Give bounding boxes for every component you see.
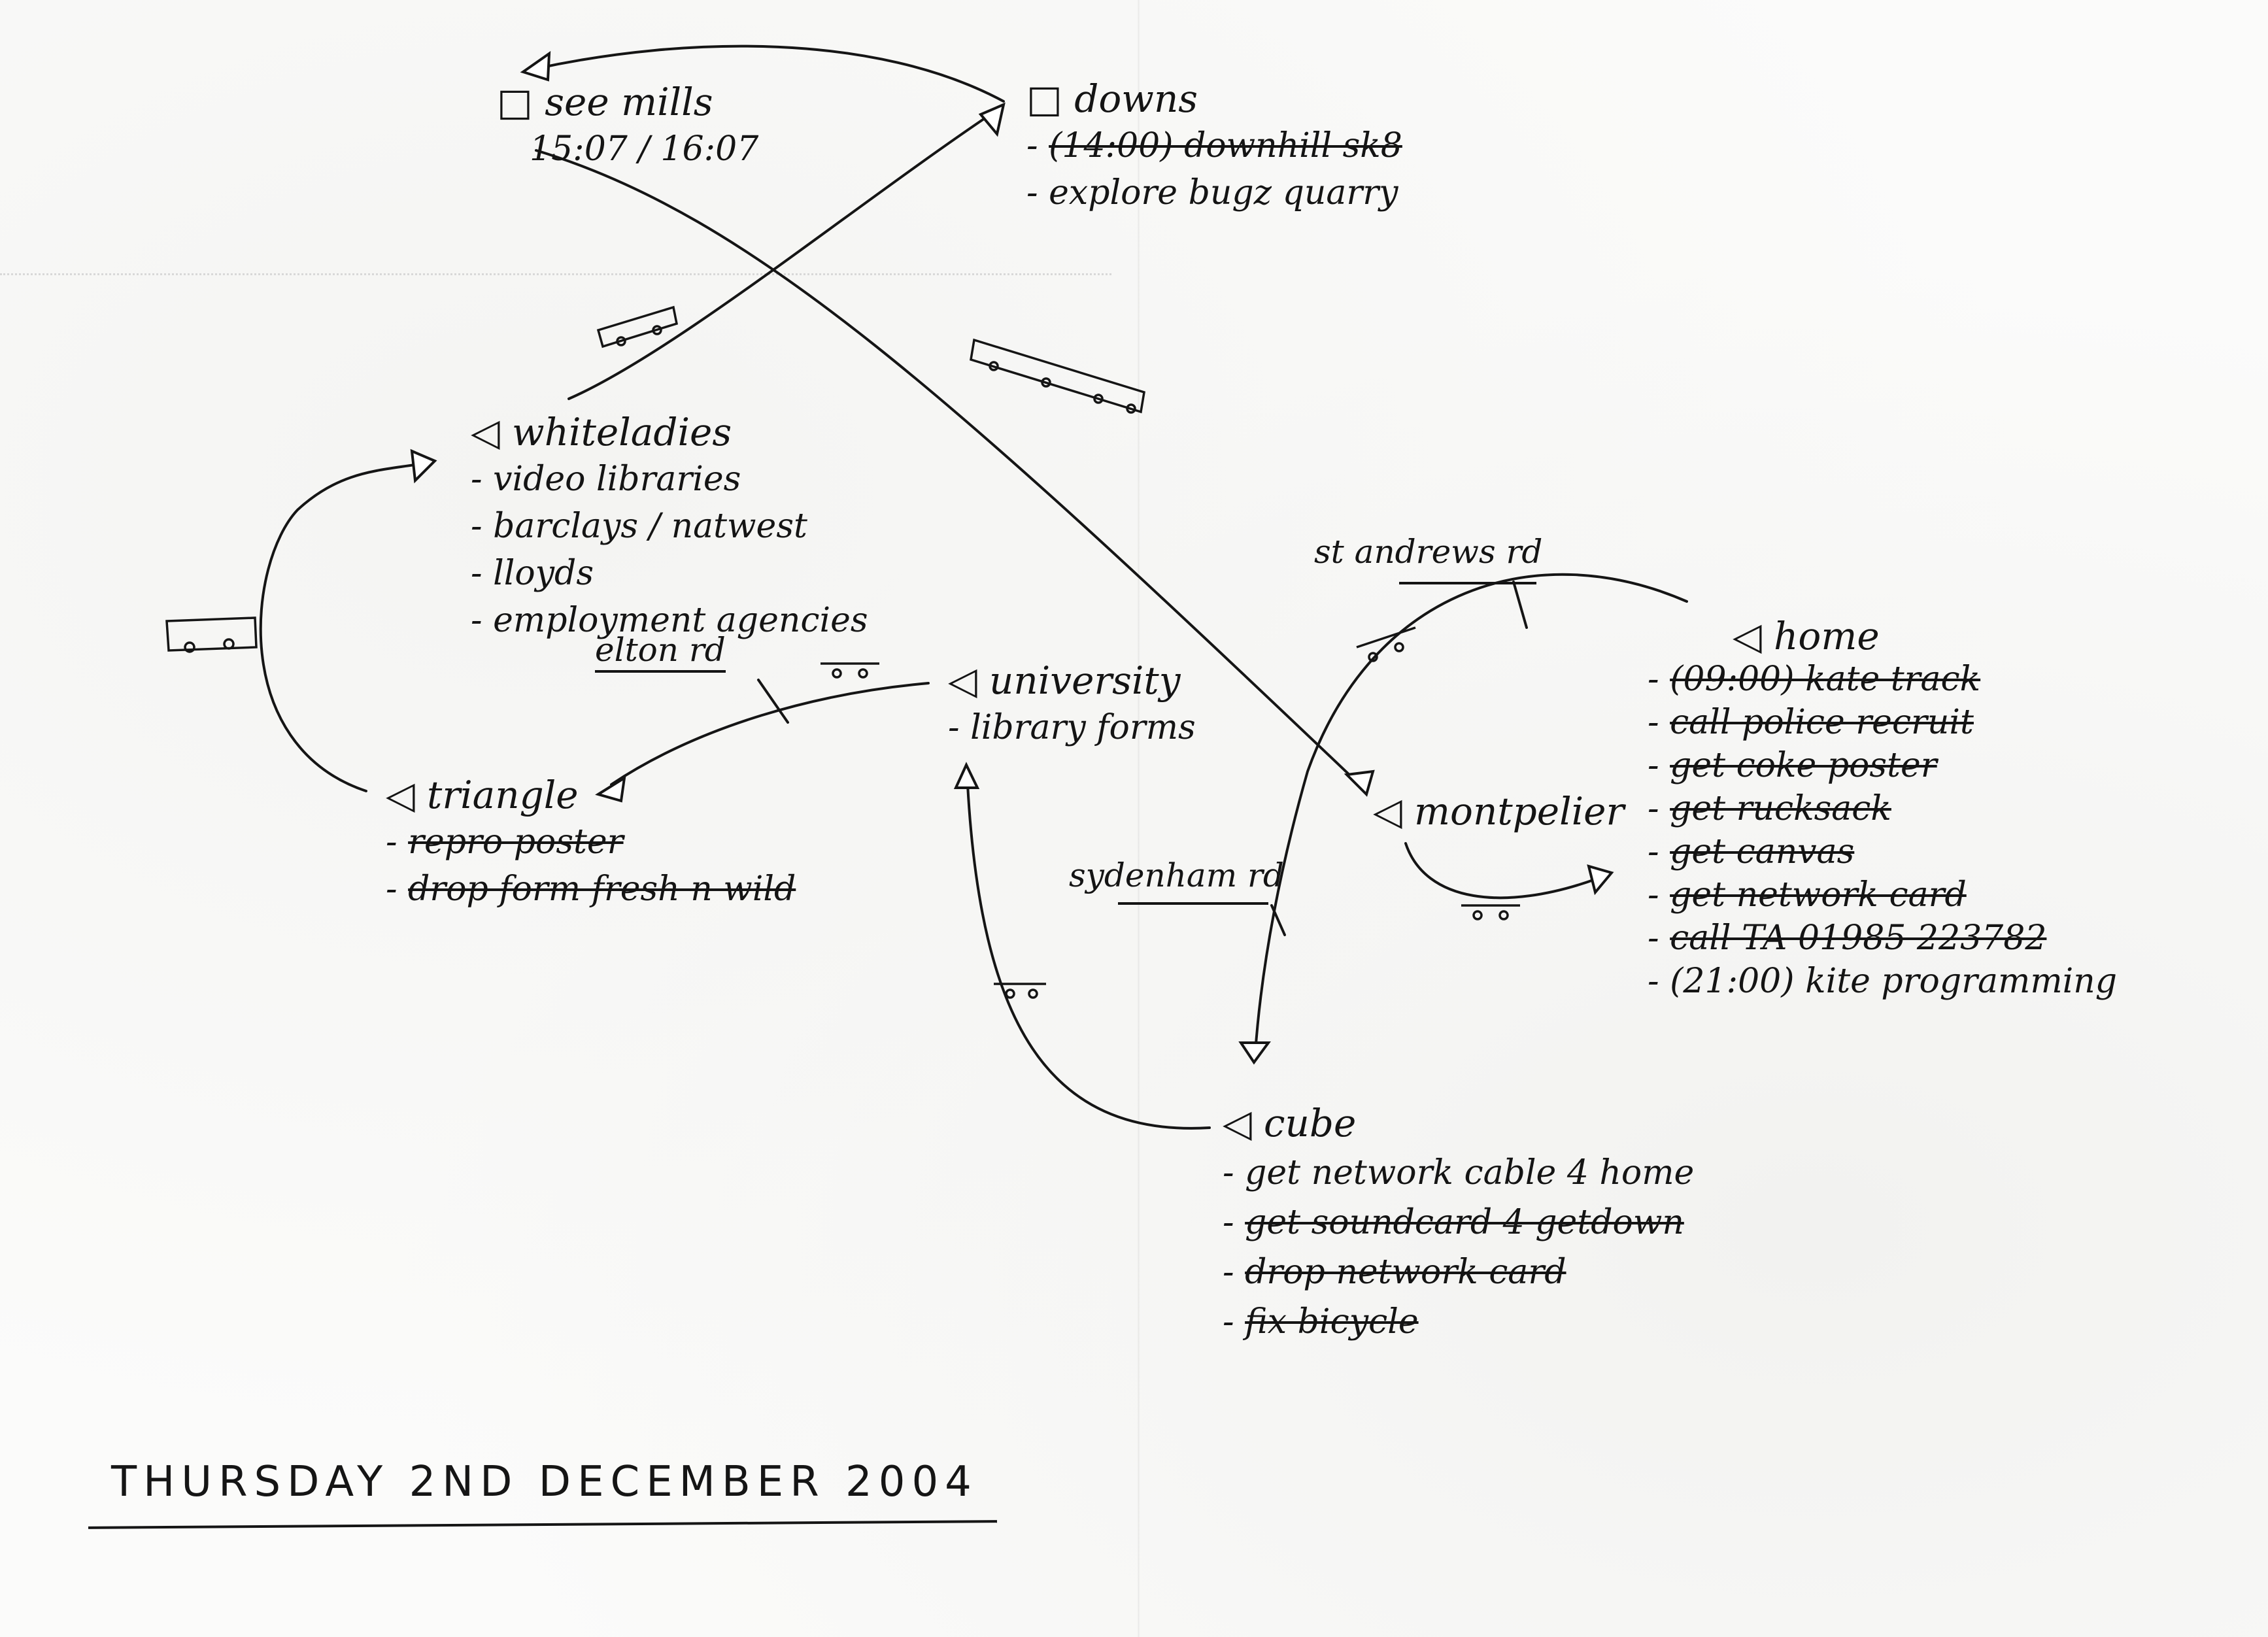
place-title: ◁ home xyxy=(1733,614,1880,658)
street-sydenham-underline xyxy=(1118,902,1268,905)
arrowhead-home xyxy=(1587,864,1614,896)
bicycle-icon-elton xyxy=(821,662,879,679)
arrowhead-whiteladies xyxy=(410,448,437,484)
route-university-to-triangle xyxy=(610,682,930,786)
route-seamills-to-montpelier xyxy=(535,149,1368,792)
place-cube: ◁ cube - get network cable 4 home - get … xyxy=(1223,1098,1694,1347)
list-item: - repro poster xyxy=(386,822,624,862)
bus-icon-whiteladies xyxy=(165,616,258,653)
bicycle-icon-cube xyxy=(994,983,1046,999)
list-item: - employment agencies xyxy=(471,601,868,640)
place-title: ◁ triangle xyxy=(386,773,579,817)
list-item: - get coke poster xyxy=(1648,746,1937,785)
place-downs: □ downs - (14:00) downhill sk8 - explore… xyxy=(1026,75,1402,216)
tick-elton-rd xyxy=(757,679,789,724)
place-title: ◁ cube xyxy=(1223,1101,1357,1145)
place-triangle: ◁ triangle - repro poster - drop form fr… xyxy=(386,771,796,913)
train-times: 15:07 / 16:07 xyxy=(530,129,759,169)
list-item: - (09:00) kate track xyxy=(1648,660,1981,699)
place-home: ◁ home - (09:00) kate track - call polic… xyxy=(1648,615,2117,1003)
list-item: - get network card xyxy=(1648,875,1967,915)
list-item: - (21:00) kite programming xyxy=(1648,962,2118,1001)
place-title: ◁ whiteladies xyxy=(471,410,732,454)
arrowhead-triangle xyxy=(595,775,626,803)
list-item: - lloyds xyxy=(471,554,594,593)
list-item: - call TA 01985 223782 xyxy=(1648,919,2047,958)
place-title: □ downs xyxy=(1026,76,1198,121)
bus-icon-downs xyxy=(596,305,679,348)
arrowhead-seamills xyxy=(520,51,551,82)
page-date: THURSDAY 2ND DECEMBER 2004 xyxy=(111,1458,978,1506)
list-item: - call police recruit xyxy=(1648,703,1974,742)
street-elton-rd: elton rd xyxy=(595,631,726,673)
street-st-andrews-underline xyxy=(1399,582,1536,584)
arrowhead-university xyxy=(953,762,980,789)
tick-sydenham-rd xyxy=(1270,904,1286,936)
dotted-guide-line xyxy=(0,273,1111,278)
list-item: - get rucksack xyxy=(1648,789,1891,828)
place-title: ◁ university xyxy=(948,658,1181,703)
list-item: - get network cable 4 home xyxy=(1223,1153,1695,1192)
list-item: - barclays / natwest xyxy=(471,507,807,546)
list-item: - library forms xyxy=(948,708,1196,747)
route-downs-to-seamills xyxy=(535,44,1005,103)
street-st-andrews-rd: st andrews rd xyxy=(1314,533,1543,571)
bus-icon-seamills xyxy=(970,338,1145,414)
list-item: - drop network card xyxy=(1223,1253,1566,1292)
arrowhead-cube xyxy=(1238,1041,1271,1065)
list-item: - fix bicycle xyxy=(1223,1302,1419,1342)
list-item: - drop form fresh n wild xyxy=(386,869,796,909)
place-title: ◁ montpelier xyxy=(1373,789,1625,834)
place-university: ◁ university - library forms xyxy=(948,657,1196,751)
list-item: - get canvas xyxy=(1648,832,1855,871)
list-item: - video libraries xyxy=(471,460,741,499)
page-fold xyxy=(1138,0,1140,1637)
place-montpelier: ◁ montpelier xyxy=(1373,788,1624,835)
place-sea-mills: □ see mills 15:07 / 16:07 xyxy=(497,78,758,173)
tick-st-andrews-rd xyxy=(1512,581,1528,629)
street-sydenham-rd: sydenham rd xyxy=(1069,856,1284,894)
arrowhead-montpelier xyxy=(1344,769,1375,797)
list-item: - get soundcard 4 getdown xyxy=(1223,1203,1684,1242)
list-item: - explore bugz quarry xyxy=(1026,173,1398,212)
place-title: □ see mills xyxy=(497,80,713,124)
route-triangle-to-whiteladies xyxy=(259,463,420,792)
route-whiteladies-to-downs xyxy=(567,113,992,400)
bicycle-icon-standrews xyxy=(1356,626,1416,662)
list-item: - (14:00) downhill sk8 xyxy=(1026,126,1402,165)
bicycle-icon-montpelier xyxy=(1461,904,1520,920)
place-whiteladies: ◁ whiteladies - video libraries - barcla… xyxy=(471,409,868,644)
arrowhead-downs xyxy=(978,102,1006,137)
route-montpelier-to-home xyxy=(1404,842,1597,900)
route-home-to-cube xyxy=(1254,573,1688,1054)
route-cube-to-university xyxy=(966,783,1211,1130)
